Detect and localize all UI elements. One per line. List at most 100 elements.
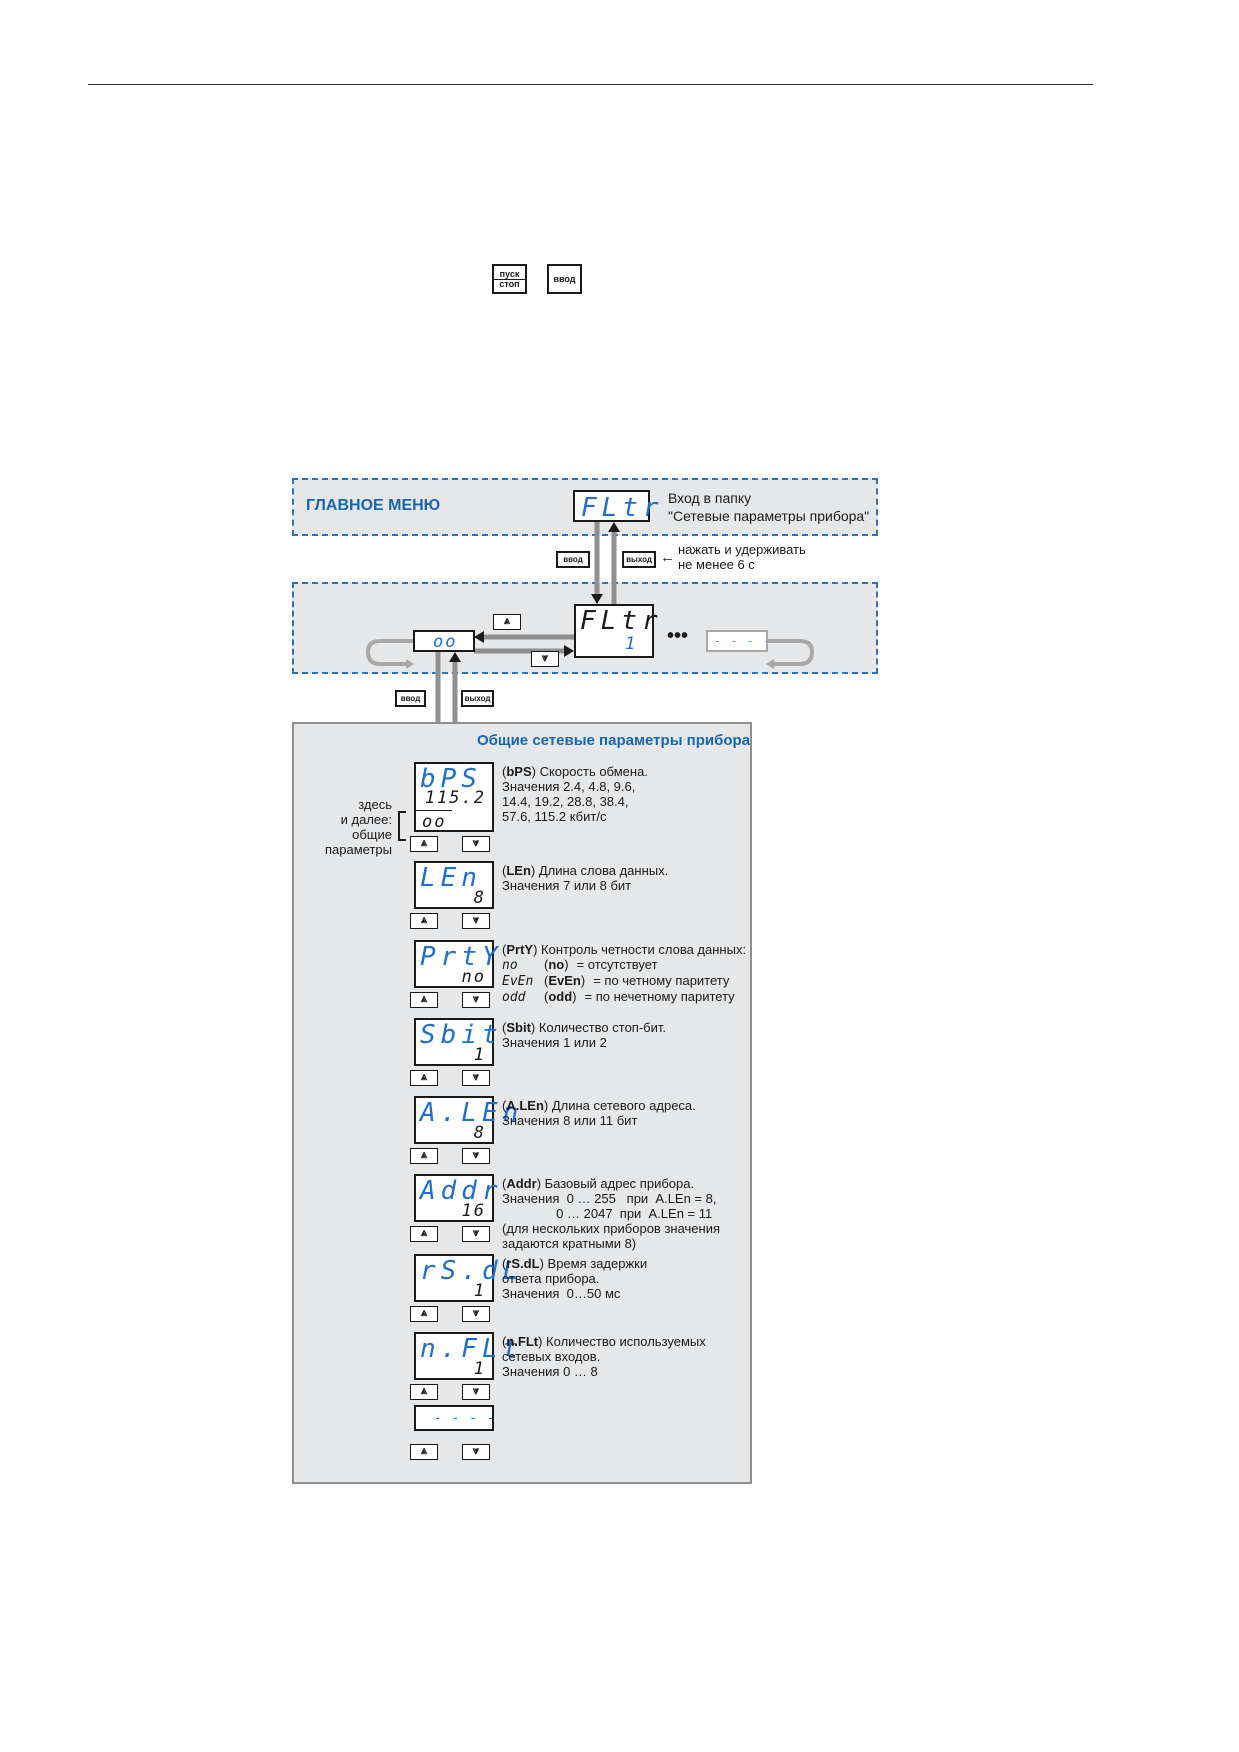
param-paren: (: [544, 957, 549, 972]
parity-code: odd: [548, 989, 573, 1004]
param-paren: (: [502, 1334, 507, 1349]
vvod-label: ВВОД: [553, 273, 576, 284]
vvod-key-icon: ВВОД: [395, 690, 426, 707]
hold-arrow: ←: [660, 549, 675, 566]
down-button-icon: ⩔: [462, 1070, 490, 1086]
fltr-1-display: FLtr 1: [574, 604, 658, 658]
param-value-line: Значения 2.4, 4.8, 9.6,: [502, 779, 636, 794]
param-description-heading: (n.FLt) Количество используемых: [502, 1334, 706, 1349]
vvod-key-icon: ВВОД: [547, 264, 582, 294]
param-code: A.LEn: [506, 1098, 544, 1113]
param-paren: (: [544, 989, 549, 1004]
param-description: (LEn) Длина слова данных.Значения 7 или …: [502, 863, 668, 893]
down-button-icon: ⩔: [462, 1384, 490, 1400]
param-top-value: Addr: [420, 1176, 503, 1206]
param-paren: (: [502, 1176, 507, 1191]
param-paren: (: [544, 973, 549, 988]
param-description-heading: (A.LEn) Длина сетевого адреса.: [502, 1098, 696, 1113]
param-paren: (: [502, 1256, 507, 1271]
param-description: (A.LEn) Длина сетевого адреса.Значения 8…: [502, 1098, 696, 1128]
param-bottom-value: 115.2: [424, 788, 486, 808]
param-common-value: oo: [422, 812, 447, 832]
param-bottom-value: no: [461, 967, 486, 987]
param-paren: ): [572, 989, 577, 1004]
common-params-panel: [292, 722, 752, 1484]
vyhod-key-icon: ВЫХОД: [622, 551, 656, 568]
stop-label: СТОП: [499, 278, 520, 289]
param-top-value: rS.dL: [420, 1256, 524, 1286]
parity-desc: = отсутствует: [576, 957, 658, 972]
down-button-icon: ⩔: [462, 992, 490, 1008]
pusk-stop-key-icon: ПУСК СТОП: [492, 264, 527, 294]
param-title: ) Количество используемых: [538, 1334, 706, 1349]
param-top-value: n.FLt: [420, 1334, 524, 1364]
up-button-icon: ⩓: [493, 614, 521, 630]
param-title: ) Базовый адрес прибора.: [536, 1176, 695, 1191]
header-rule: [88, 84, 1093, 85]
up-button-icon: ⩓: [410, 836, 438, 852]
param-top-value: A.LEn: [420, 1098, 524, 1128]
parity-option: odd(odd)= по нечетному паритету: [502, 989, 746, 1005]
param-bottom-value: 1: [473, 1359, 486, 1379]
param-value-line: Значения 0 … 8: [502, 1364, 598, 1379]
param-bottom-value: 8: [473, 888, 486, 908]
up-button-icon: ⩓: [410, 1070, 438, 1086]
parity-code: EvEn: [548, 973, 581, 988]
param-bottom-value: 16: [461, 1201, 486, 1221]
param-value-line: задаются кратными 8): [502, 1236, 637, 1251]
param-description-heading: (Addr) Базовый адрес прибора.: [502, 1176, 720, 1191]
param-value-line: Значения 7 или 8 бит: [502, 878, 632, 893]
param-bottom-value: 1: [473, 1281, 486, 1301]
end-dashes-display: - - - -: [706, 630, 771, 652]
parity-desc: = по нечетному паритету: [584, 989, 735, 1004]
param-value-line: ответа прибора.: [502, 1271, 600, 1286]
parity-seg-value: odd: [502, 990, 526, 1005]
param-description-heading: (LEn) Длина слова данных.: [502, 863, 668, 878]
param-code: Sbit: [506, 1020, 531, 1035]
vyhod-key-icon: ВЫХОД: [461, 690, 494, 707]
param-value-line: Значения 0…50 мс: [502, 1286, 621, 1301]
main-menu-fltr-display: FLtr: [573, 490, 659, 522]
param-description-heading: (rS.dL) Время задержки: [502, 1256, 647, 1271]
param-description: (bPS) Скорость обмена.Значения 2.4, 4.8,…: [502, 764, 648, 824]
down-button-icon: ⩔: [462, 1306, 490, 1322]
parity-seg-value: EvEn: [502, 974, 534, 989]
param-description-heading: (Sbit) Количество стоп-бит.: [502, 1020, 666, 1035]
down-button-icon: ⩔: [462, 913, 490, 929]
param-paren: (: [502, 1098, 507, 1113]
down-button-icon: ⩔: [462, 1148, 490, 1164]
param-description: (Addr) Базовый адрес прибора.Значения 0 …: [502, 1176, 720, 1251]
param-paren: (: [502, 764, 507, 779]
common-params-title: Общие сетевые параметры прибора: [477, 732, 751, 749]
param-display-separator: [416, 810, 452, 811]
param-top-value: bPS: [420, 764, 482, 794]
parity-option: EvEn(EvEn)= по четному паритету: [502, 973, 746, 989]
param-paren: (: [502, 1020, 507, 1035]
param-value-line: 14.4, 19.2, 28.8, 38.4,: [502, 794, 629, 809]
param-title: ) Скорость обмена.: [531, 764, 648, 779]
param-top-value: Sbit: [420, 1020, 503, 1050]
param-code: n.FLt: [506, 1334, 539, 1349]
param-value-line: Значения 8 или 11 бит: [502, 1113, 638, 1128]
up-button-icon: ⩓: [410, 913, 438, 929]
param-paren: (: [502, 863, 507, 878]
pusk-label: ПУСК: [494, 269, 525, 280]
param-description: (PrtY) Контроль четности слова данных:no…: [502, 942, 746, 1005]
up-button-icon: ⩓: [410, 1306, 438, 1322]
param-description-heading: (PrtY) Контроль четности слова данных:: [502, 942, 746, 957]
param-top-value: PrtY: [420, 942, 503, 972]
parity-desc: = по четному паритету: [593, 973, 730, 988]
param-code: rS.dL: [506, 1256, 540, 1271]
param-value-line: 0 … 2047 при A.LEn = 11: [502, 1206, 713, 1221]
parity-option: no(no)= отсутствует: [502, 957, 746, 973]
ellipsis: •••: [667, 625, 689, 647]
param-bottom-value: 8: [473, 1123, 486, 1143]
param-title: ) Время задержки: [539, 1256, 648, 1271]
param-code: bPS: [506, 764, 532, 779]
